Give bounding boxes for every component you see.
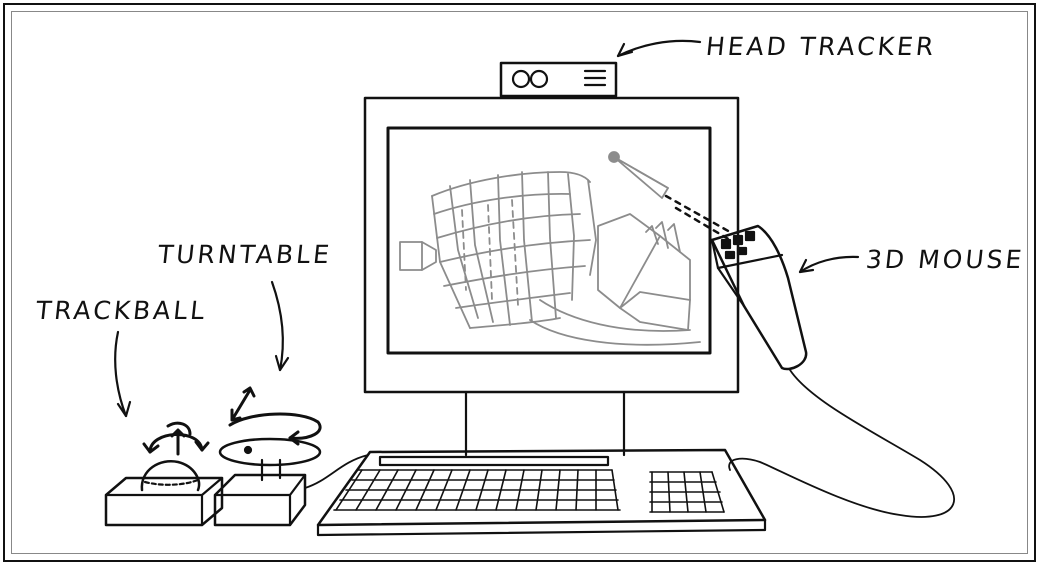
trackball-label: TRACKBALL	[34, 296, 208, 325]
device-cable	[305, 455, 368, 488]
trackball-arrow	[115, 332, 126, 416]
turntable-arrow	[272, 282, 283, 370]
turntable-device	[215, 439, 320, 525]
head-tracker-arrow	[618, 41, 700, 56]
keyboard	[318, 450, 765, 535]
head-tracker-device	[501, 63, 616, 96]
turntable-label: TURNTABLE	[156, 240, 333, 269]
trackball-rotation-arrows	[144, 423, 208, 454]
turntable-rotation-arrows	[230, 388, 320, 444]
trackball-device	[106, 461, 222, 525]
keyboard-numpad-keys	[650, 472, 724, 512]
mouse-3d-cable	[729, 370, 954, 517]
keyboard-main-keys	[334, 470, 620, 510]
mouse-3d-label: 3D MOUSE	[864, 245, 1025, 274]
screen-3d-model	[400, 152, 700, 345]
mouse-3d-device	[712, 226, 806, 369]
pointer-ray	[666, 196, 730, 232]
monitor	[365, 98, 738, 455]
head-tracker-label: HEAD TRACKER	[704, 32, 937, 61]
